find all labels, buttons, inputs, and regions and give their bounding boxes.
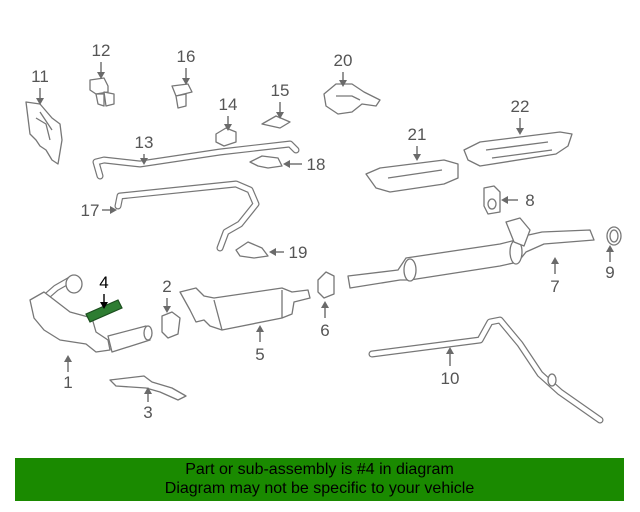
callout-5: 5 — [255, 345, 264, 364]
callout-14: 14 — [219, 95, 238, 114]
callout-10: 10 — [441, 369, 460, 388]
part-18[interactable] — [249, 155, 283, 169]
part-15[interactable] — [261, 115, 291, 129]
callout-3: 3 — [143, 403, 152, 422]
callout-12: 12 — [92, 41, 111, 60]
part-12[interactable] — [89, 77, 115, 107]
callout-1: 1 — [63, 373, 72, 392]
part-21[interactable] — [365, 159, 459, 193]
part-6[interactable] — [317, 271, 335, 299]
callout-19: 19 — [289, 243, 308, 262]
callout-4: 4 — [99, 273, 108, 292]
callout-20: 20 — [334, 51, 353, 70]
callout-22: 22 — [511, 97, 530, 116]
callout-18: 18 — [307, 155, 326, 174]
part-9[interactable] — [606, 226, 622, 246]
part-13[interactable] — [92, 140, 300, 180]
callout-9: 9 — [605, 263, 614, 282]
part-8[interactable] — [483, 185, 501, 215]
callout-16: 16 — [177, 47, 196, 66]
part-11[interactable] — [25, 101, 63, 165]
banner-disclaimer: Diagram may not be specific to your vehi… — [164, 480, 475, 497]
part-17[interactable] — [114, 180, 260, 252]
part-1[interactable] — [29, 274, 153, 353]
part-7[interactable] — [347, 217, 595, 289]
part-22[interactable] — [463, 131, 573, 167]
part-4[interactable] — [85, 299, 123, 323]
callout-2: 2 — [162, 277, 171, 296]
callout-6: 6 — [320, 321, 329, 340]
callout-8: 8 — [525, 191, 534, 210]
part-16[interactable] — [171, 83, 193, 109]
part-19[interactable] — [235, 241, 269, 259]
part-2[interactable] — [161, 311, 181, 339]
banner-part-note: Part or sub-assembly is #4 in diagram — [185, 461, 454, 478]
callout-11: 11 — [31, 67, 49, 86]
part-10[interactable] — [368, 316, 604, 424]
part-20[interactable] — [323, 83, 381, 115]
part-5[interactable] — [179, 287, 311, 331]
callout-15: 15 — [271, 81, 290, 100]
info-banner: Part or sub-assembly is #4 in diagram Di… — [15, 458, 624, 501]
callout-13: 13 — [135, 133, 154, 152]
callout-17: 17 — [81, 201, 100, 220]
callout-7: 7 — [550, 277, 559, 296]
part-14[interactable] — [215, 127, 237, 147]
callout-21: 21 — [408, 125, 427, 144]
